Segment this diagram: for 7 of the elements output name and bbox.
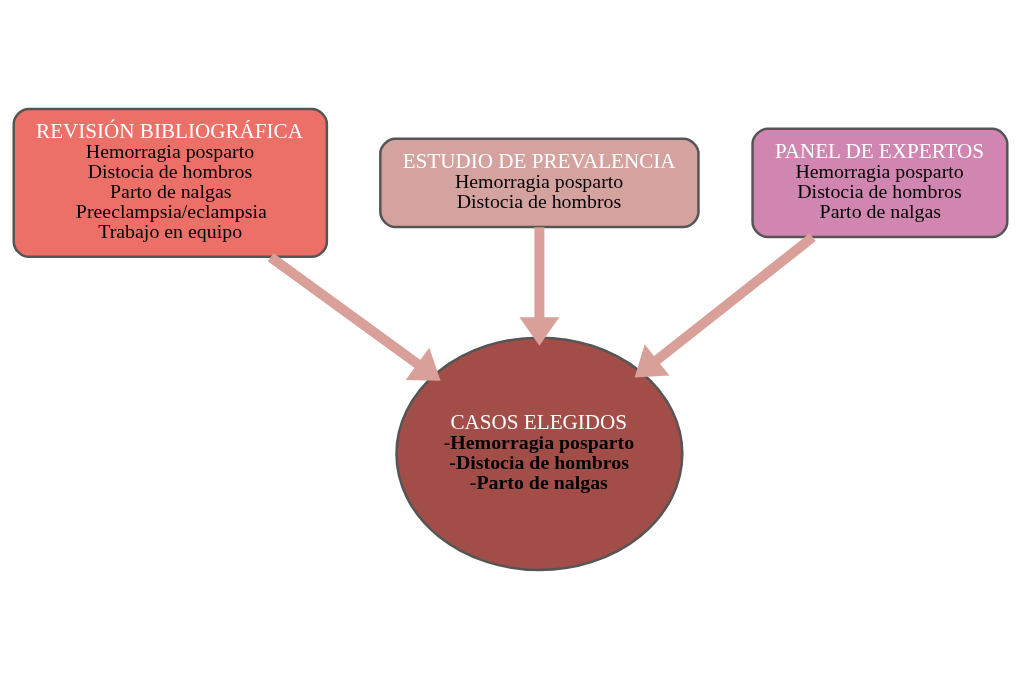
arrow [519,226,560,346]
node-ellipse: CASOS ELEGIDOS -Hemorragia posparto -Distocia de hombros -Parto de nalgas [395,335,684,571]
node-box: PANEL DE EXPERTOS Hemorragia posparto Distocia de hombros Parto de nalgas [751,127,1009,238]
arrow [267,252,441,381]
arrow [634,232,816,378]
node-box: ESTUDIO DE PREVALENCIA Hemorragia posparto Distocia de hombros [379,137,700,228]
node-box: REVISIÓN BIBLIOGRÁFICA Hemorragia posparto Distocia de hombros Parto de nalgas Preeclampsia/eclampsia Trabajo en equipo [12,107,329,258]
